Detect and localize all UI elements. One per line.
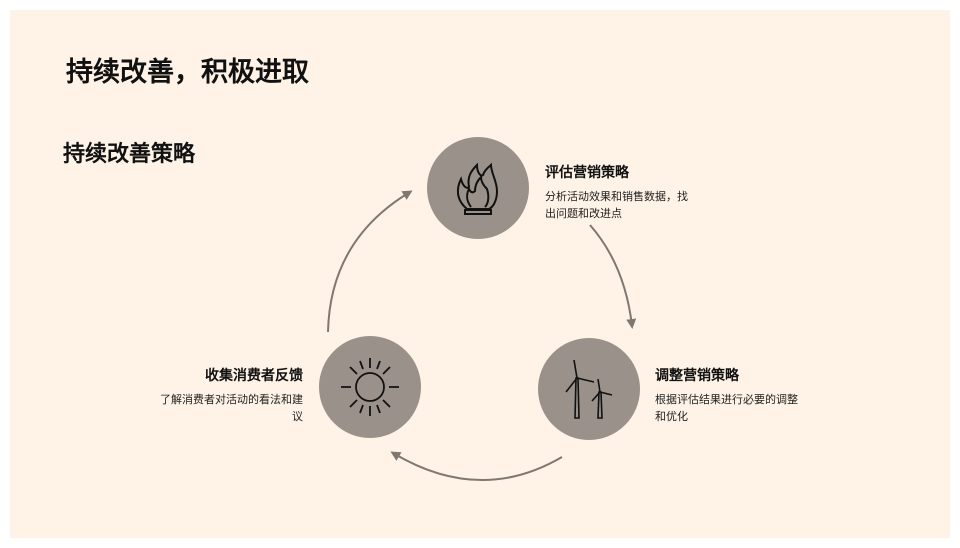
step-evaluate-desc: 分析活动效果和销售数据，找出问题和改进点 <box>545 190 688 220</box>
sun-icon <box>341 358 399 416</box>
wind-turbine-icon <box>565 359 613 419</box>
step-evaluate-title: 评估营销策略 <box>545 165 629 181</box>
step-evaluate-circle <box>427 137 529 239</box>
step-feedback-desc: 了解消费者对活动的看法和建议 <box>160 393 303 423</box>
slide <box>10 10 950 538</box>
step-adjust-title: 调整营销策略 <box>655 368 739 384</box>
arrow-feedback-to-evaluate <box>327 190 413 333</box>
step-adjust-desc: 根据评估结果进行必要的调整和优化 <box>655 393 798 423</box>
arrow-evaluate-to-adjust <box>589 224 637 329</box>
section-title: 持续改善策略 <box>63 142 196 167</box>
step-feedback-title: 收集消费者反馈 <box>205 368 303 384</box>
page-title: 持续改善，积极进取 <box>66 57 309 88</box>
step-feedback-circle <box>319 336 421 438</box>
step-adjust-circle <box>538 338 640 440</box>
arrow-adjust-to-feedback <box>390 451 563 481</box>
fire-icon <box>456 162 499 215</box>
